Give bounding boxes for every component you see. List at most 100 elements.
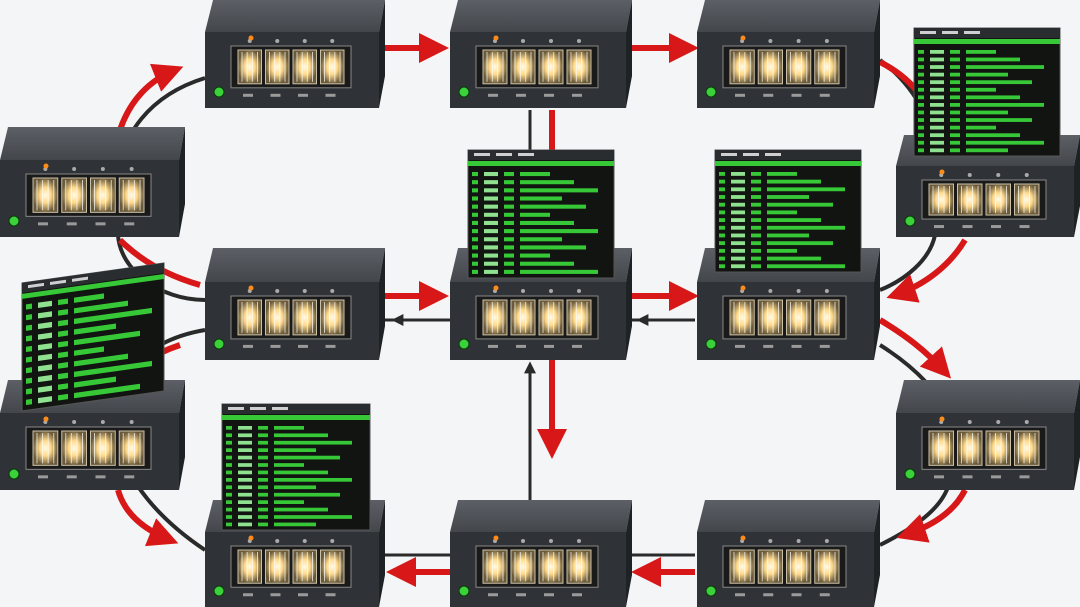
port-indicator <box>967 173 972 177</box>
terminal-highlight-bar <box>22 273 164 299</box>
port-label-mark <box>572 344 582 348</box>
port-label-mark <box>544 93 554 97</box>
terminal-menu-mark <box>474 153 490 156</box>
terminal-line-addr <box>484 261 498 266</box>
terminal-line-text <box>74 353 128 367</box>
port-indicator <box>796 39 801 43</box>
terminal-line-number <box>472 180 478 185</box>
status-led <box>904 215 916 227</box>
terminal-line-text <box>966 110 1008 115</box>
port-label-mark <box>819 344 830 348</box>
switch-top-face <box>205 0 385 32</box>
terminal-line-field <box>950 57 960 62</box>
port-label-mark <box>298 593 308 597</box>
switch-side-face <box>379 248 385 360</box>
terminal-line-text <box>520 188 598 193</box>
terminal-line-addr <box>731 225 745 230</box>
terminal-line-text <box>520 196 562 201</box>
terminal-line-field <box>950 110 960 115</box>
terminal-line-number <box>26 398 32 406</box>
terminal-line-number <box>226 470 232 475</box>
arrow-ring-top-left <box>117 63 184 131</box>
terminal-line-addr <box>484 229 498 234</box>
status-led <box>213 86 225 98</box>
arrow-right-ring-3 <box>878 317 952 379</box>
terminal-line-text <box>966 95 1020 100</box>
terminal-line-number <box>918 133 924 138</box>
port-indicator <box>577 289 581 293</box>
terminal-line-number <box>472 269 478 274</box>
terminal-line-number <box>918 95 924 100</box>
port-indicator <box>72 420 77 424</box>
terminal-window <box>913 27 1061 157</box>
terminal-line-number <box>719 187 725 192</box>
port-indicator <box>521 39 525 43</box>
terminal-line-number <box>719 233 725 238</box>
terminal-line-addr <box>238 470 252 475</box>
terminal-line-text <box>74 323 116 335</box>
terminal-menu-mark <box>721 153 737 156</box>
terminal-line-field <box>751 264 761 269</box>
port-label-mark <box>298 344 308 348</box>
terminal-line-addr <box>731 233 745 238</box>
terminal-titlebar <box>22 262 164 293</box>
terminal-line-addr <box>731 179 745 184</box>
terminal-line-field <box>258 470 268 475</box>
terminal-line-text <box>966 87 996 92</box>
activity-led <box>493 35 499 41</box>
terminal-line-addr <box>484 269 498 274</box>
terminal-line-addr <box>930 87 944 92</box>
terminal-line-field <box>950 103 960 107</box>
terminal-highlight-bar <box>222 415 370 420</box>
terminal-line-text <box>274 463 304 467</box>
terminal-line-text <box>274 507 328 512</box>
terminal-line-number <box>26 335 32 342</box>
terminal-line-addr <box>238 500 252 504</box>
terminal-line-addr <box>38 385 52 393</box>
terminal-line-field <box>258 426 268 430</box>
port-indicator <box>129 167 134 171</box>
terminal-line-field <box>504 253 514 258</box>
port-indicator <box>1024 173 1029 177</box>
terminal-line-addr <box>238 478 252 482</box>
terminal-window <box>221 403 371 531</box>
port-indicator <box>768 539 773 543</box>
port-label-mark <box>325 593 336 597</box>
status-led <box>705 86 717 98</box>
ethernet-port <box>292 549 317 584</box>
terminal-line-addr <box>484 253 498 258</box>
port-indicator <box>549 289 553 293</box>
terminal-line-text <box>966 50 996 54</box>
port-label-mark <box>934 475 944 479</box>
terminal-line-field <box>58 351 68 359</box>
terminal-line-field <box>504 188 514 193</box>
port-indicator <box>549 39 553 43</box>
activity-led <box>939 169 945 175</box>
activity-led <box>43 416 49 422</box>
port-label-mark <box>819 593 830 597</box>
status-led <box>8 215 20 227</box>
terminal-line-number <box>719 241 725 246</box>
status-led <box>705 338 717 350</box>
port-label-mark <box>572 93 582 97</box>
terminal-line-text <box>767 248 797 253</box>
terminal-line-addr <box>484 188 498 193</box>
terminal-line-text <box>966 125 996 130</box>
terminal-line-number <box>918 118 924 122</box>
port-indicator <box>302 539 307 543</box>
terminal-line-number <box>472 188 478 193</box>
terminal-line-field <box>258 492 268 497</box>
terminal-line-addr <box>930 103 944 107</box>
terminal-line-number <box>26 367 32 374</box>
terminal-line-field <box>751 225 761 230</box>
switch-side-face <box>179 127 185 237</box>
port-label-mark <box>243 593 253 597</box>
terminal-line-field <box>751 172 761 176</box>
terminal-line-field <box>504 172 514 177</box>
terminal-line-text <box>74 360 152 378</box>
port-indicator <box>100 167 105 171</box>
terminal-line-number <box>719 218 725 222</box>
terminal-highlight-bar <box>715 161 861 166</box>
port-indicator <box>129 420 134 424</box>
